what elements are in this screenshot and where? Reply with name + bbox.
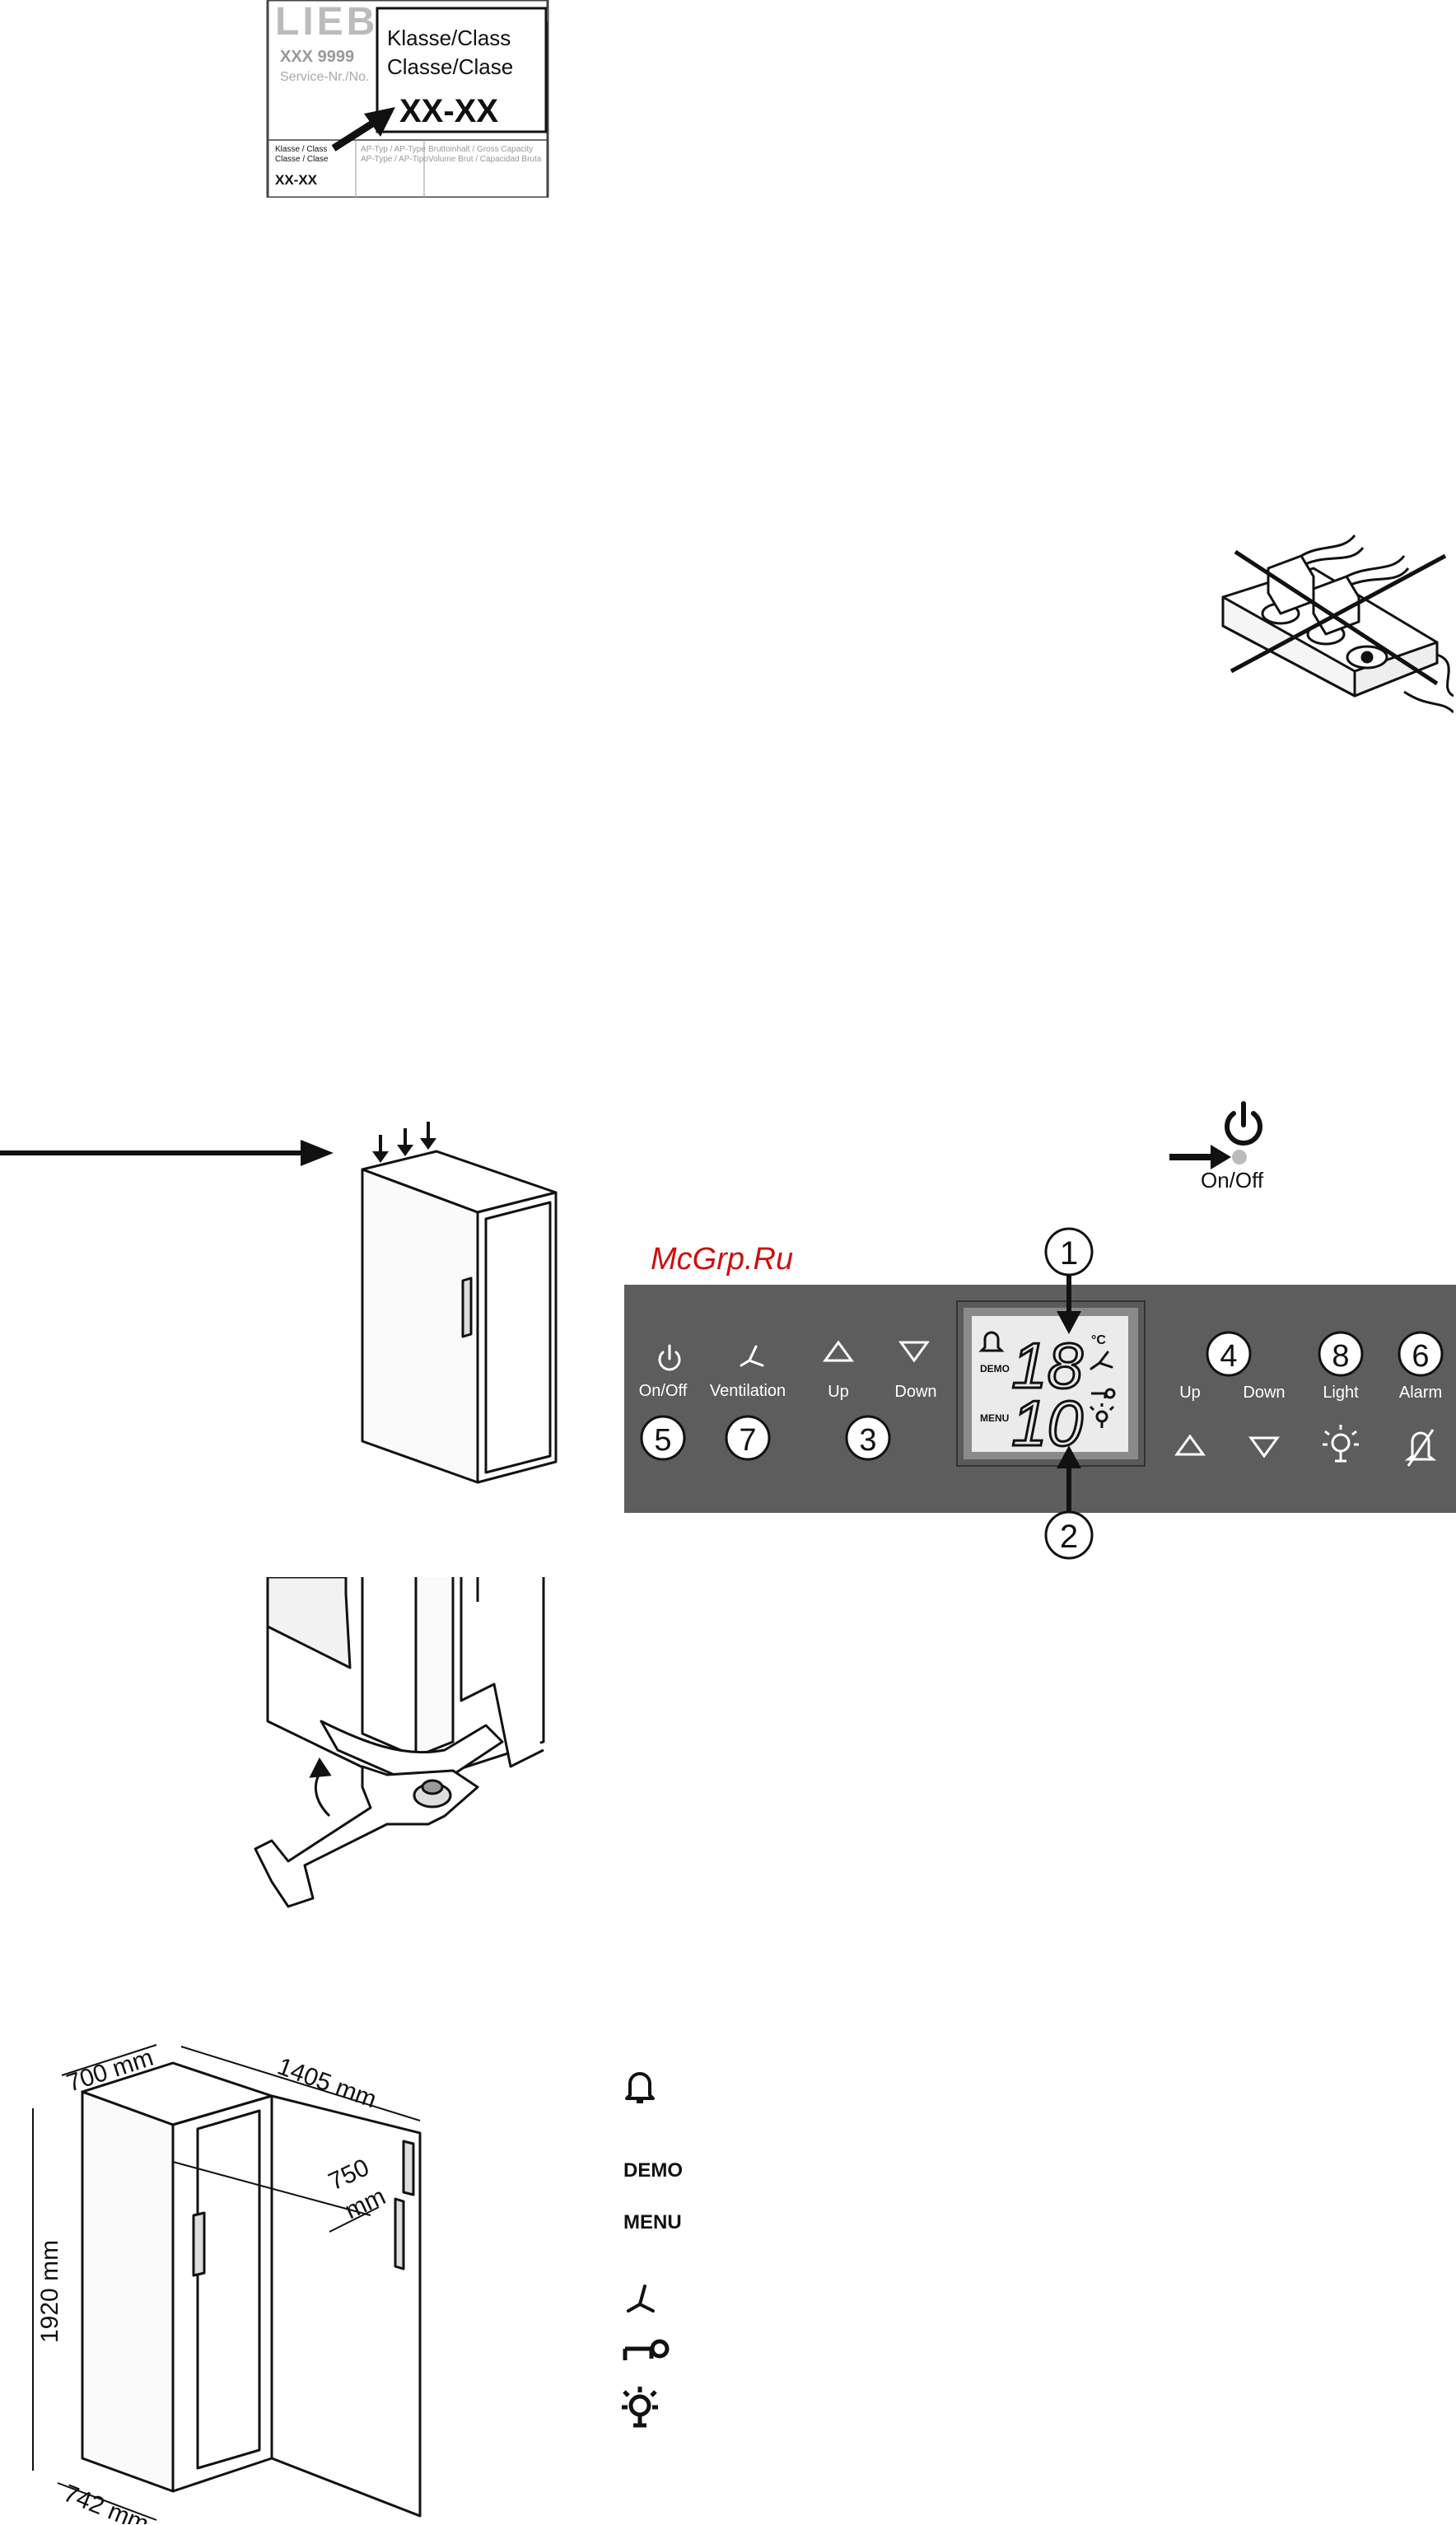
arrow-icon [331, 107, 395, 152]
button-label: Alarm [1399, 1384, 1442, 1402]
watermark: McGrp.Ru [651, 1242, 794, 1277]
button-ventilation[interactable]: Ventilation 7 [710, 1345, 786, 1461]
triangle-up-icon [1174, 1434, 1206, 1456]
display-upper-value: 18 [1011, 1329, 1083, 1402]
brand-logo-fragment: LIEB [275, 0, 378, 44]
class-value: XX-XX [399, 93, 498, 129]
button-label: Up [828, 1383, 849, 1401]
footer-class-line1: Klasse / Class [275, 145, 327, 154]
legend-fan-icon [627, 2285, 655, 2313]
button-number: 7 [739, 1423, 756, 1458]
callout-number: 1 [1060, 1235, 1078, 1272]
callout-up-down-left: 3 [845, 1415, 891, 1461]
button-up-right[interactable]: Up [1174, 1384, 1206, 1456]
control-panel: 1 2 DEMO MENU 18 10 °C [624, 1227, 1456, 1560]
callout-number: 2 [1060, 1519, 1078, 1555]
button-number: 4 [1220, 1339, 1237, 1374]
button-light[interactable]: 8 Light [1318, 1331, 1364, 1463]
no-power-strip-illustration [1221, 534, 1454, 714]
display-lower-value: 10 [1011, 1387, 1083, 1459]
footer-class-value: XX-XX [275, 172, 318, 188]
display-menu: MENU [980, 1412, 1009, 1424]
button-label: On/Off [639, 1382, 688, 1400]
light-bulb-icon [622, 2387, 658, 2428]
footer-type-line2: AP-Type / AP-Tipo [361, 155, 428, 164]
dimension-height: 1920 mm [36, 2240, 63, 2343]
button-down-left[interactable]: Down [894, 1341, 937, 1401]
light-bulb-icon [1323, 1425, 1359, 1463]
legend-bell-icon [625, 2072, 655, 2103]
button-number: 6 [1412, 1339, 1429, 1374]
key-icon [1091, 1388, 1116, 1399]
levelling-foot-illustration [254, 1577, 545, 1908]
bell-icon [978, 1331, 1005, 1352]
fan-icon [740, 1345, 764, 1367]
power-icon [1225, 1101, 1262, 1146]
bell-icon [625, 2072, 655, 2103]
light-bulb-icon [1089, 1403, 1115, 1428]
legend-demo: DEMO [623, 2159, 683, 2182]
callout-up-down-right: 4 [1206, 1331, 1252, 1377]
footer-capacity-line2: Volume Brut / Capacidad Bruta [428, 155, 542, 164]
triangle-up-icon [823, 1340, 854, 1362]
alarm-off-icon [1404, 1429, 1437, 1467]
arrow-right-icon [0, 1140, 334, 1166]
triangle-down-icon [898, 1341, 930, 1363]
button-down-right[interactable]: Down [1243, 1384, 1286, 1459]
display-demo: DEMO [980, 1363, 1010, 1375]
legend-menu: MENU [623, 2211, 682, 2233]
button-up-left[interactable]: Up [823, 1340, 854, 1401]
button-label: Down [1243, 1384, 1285, 1402]
legend-key-icon [623, 2339, 670, 2360]
temperature-display: DEMO MENU 18 10 °C [978, 1328, 1116, 1461]
display-unit: °C [1091, 1333, 1106, 1347]
fan-icon [627, 2285, 655, 2313]
triangle-down-icon [1248, 1436, 1280, 1459]
model-number: XXX 9999 [280, 48, 354, 66]
class-label-line1: Klasse/Class [387, 26, 511, 50]
callout-top-display: 1 [1044, 1227, 1094, 1334]
service-number-label: Service-Nr./No. [280, 70, 369, 84]
button-number: 8 [1332, 1339, 1349, 1374]
dimension-width: 742 mm [59, 2480, 152, 2524]
button-on-off[interactable]: On/Off 5 [639, 1344, 688, 1461]
footer-capacity-line1: Bruttoinhalt / Gross Capacity [428, 145, 533, 154]
top-clearance-illustration [0, 1122, 558, 1484]
class-label-line2: Classe/Clase [387, 54, 513, 79]
button-alarm[interactable]: 6 Alarm [1398, 1331, 1444, 1467]
footer-class-line2: Classe / Clase [275, 155, 329, 164]
button-label: Ventilation [710, 1382, 786, 1400]
legend-light-bulb-icon [622, 2387, 658, 2428]
fan-icon [1090, 1351, 1113, 1370]
power-button-label: On/Off [1201, 1168, 1264, 1192]
dimensions-diagram: 700 mm 1405 mm 750 mm 1920 mm 742 mm [32, 2044, 422, 2524]
button-label: Light [1323, 1384, 1359, 1402]
power-button-illustration [1169, 1101, 1262, 1169]
callout-bottom-display: 2 [1044, 1445, 1094, 1560]
button-number: 5 [654, 1423, 671, 1458]
rotate-arrow-icon [309, 1757, 332, 1818]
button-label: Up [1179, 1384, 1201, 1402]
button-label: Down [894, 1383, 936, 1401]
power-icon [658, 1344, 681, 1371]
button-number: 3 [859, 1423, 876, 1458]
rating-label-illustration: LIEB XXX 9999 Service-Nr./No. Klasse/Cla… [266, 0, 549, 198]
footer-type-line1: AP-Typ / AP-Type [361, 145, 426, 154]
arrow-right-icon [1169, 1145, 1231, 1169]
key-icon [623, 2339, 670, 2360]
